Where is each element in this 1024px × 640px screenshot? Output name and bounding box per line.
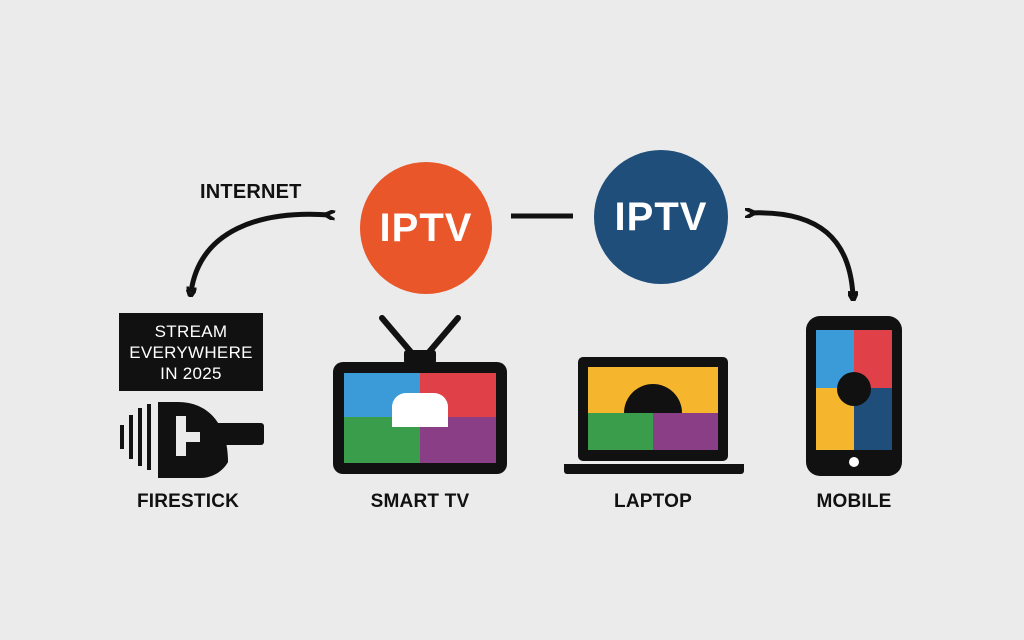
mobile-arrow: [750, 213, 853, 296]
device-label-smart-tv: SMART TV: [370, 491, 470, 512]
device-label-laptop: LAPTOP: [614, 491, 692, 512]
internet-arrow: [191, 214, 330, 292]
device-label-firestick: FIRESTICK: [136, 491, 240, 512]
laptop-tile-purple: [653, 413, 718, 450]
banner-line-1: STREAM: [154, 321, 228, 341]
device-label-mobile: MOBILE: [816, 491, 892, 512]
iptv-hub-left: IPTV: [360, 162, 492, 294]
mobile-phone-icon: [806, 316, 902, 476]
iptv-hub-right: IPTV: [594, 150, 728, 284]
stream-everywhere-banner: STREAM EVERYWHERE IN 2025: [119, 313, 263, 391]
smart-tv-icon: [333, 315, 507, 474]
firestick-icon: [120, 402, 264, 478]
internet-label: INTERNET: [200, 181, 302, 203]
banner-line-3: IN 2025: [160, 363, 222, 383]
banner-line-2: EVERYWHERE: [129, 342, 253, 362]
laptop-icon: [564, 357, 744, 474]
laptop-tile-green: [588, 413, 653, 450]
